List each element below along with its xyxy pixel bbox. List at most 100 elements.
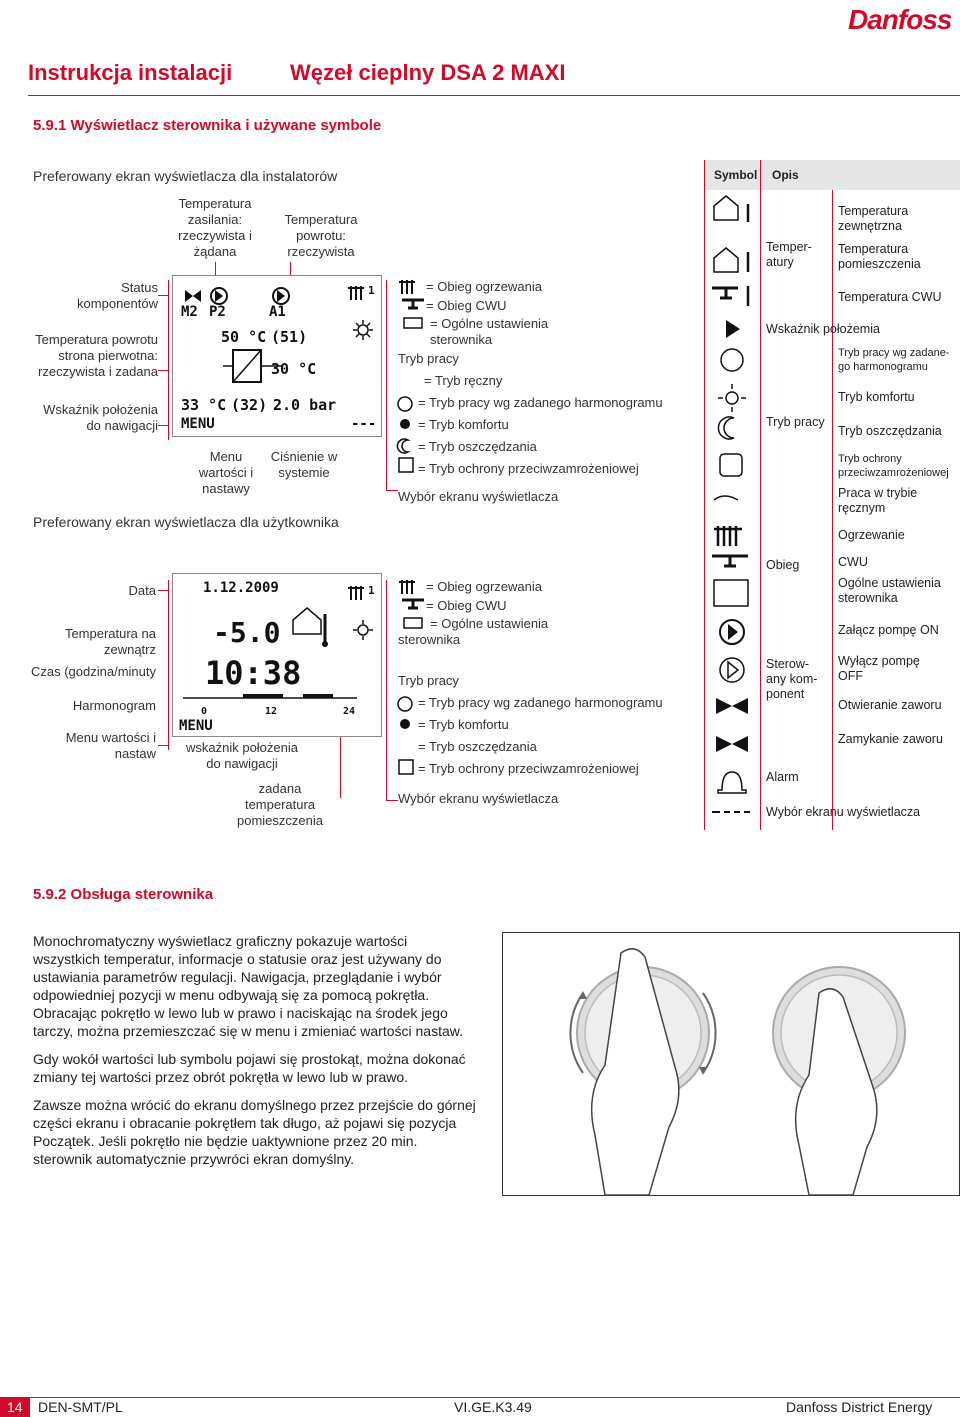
footer: 14 DEN-SMT/PL VI.GE.K3.49 Danfoss Distri… xyxy=(0,1397,960,1417)
user-lcd: 1.12.2009 1 -5.0 10:38 0 12 24 MENU xyxy=(172,573,382,737)
group-display: Wybór ekranu wyświetlacza xyxy=(766,805,921,819)
label-time: Czas (godzina/minuty xyxy=(31,664,156,679)
desc-cwu: CWU xyxy=(838,555,868,569)
lcd-time: 10:38 xyxy=(205,654,302,692)
legend-comfort-u: = Tryb komfortu xyxy=(418,717,509,732)
desc-frost: Tryb ochrony przeciwzamrożeniowej xyxy=(838,453,949,479)
group-mode: Tryb pracy xyxy=(766,415,825,429)
user-legend-icons xyxy=(397,580,424,775)
lcd-tick12: 12 xyxy=(265,706,278,717)
legend-manual: = Tryb ręczny xyxy=(424,373,503,388)
user-caption: Preferowany ekran wyświetlacza dla użytk… xyxy=(33,514,339,530)
lcd-menu-user: MENU xyxy=(179,718,213,734)
table-col-desc: Opis xyxy=(772,168,799,182)
legend-schedule-u: = Tryb pracy wg zadanego harmonogramu xyxy=(418,695,663,710)
label-menu: Menu wartości i nastaw xyxy=(65,730,156,761)
lcd-outdoor: -5.0 xyxy=(213,616,281,649)
lcd-menu: MENU xyxy=(181,416,215,432)
installer-legend-icons xyxy=(396,280,424,473)
paragraph-3: Zawsze można wrócić do ekranu domyślnego… xyxy=(33,1097,476,1167)
symbols-table: Symbol Opis Temper-atury Temperatura zew… xyxy=(704,160,960,830)
desc-room: Temperatura pomieszczenia xyxy=(838,242,921,271)
lcd-m2: M2 xyxy=(181,304,198,320)
label-outdoor: Temperatura na zewnątrz xyxy=(64,626,156,657)
lcd-primary-temp: 33 °C xyxy=(181,396,227,414)
desc-comfort: Tryb komfortu xyxy=(838,390,915,404)
legend-heating: = Obieg ogrzewania xyxy=(426,279,542,294)
lcd-supply-temp: 50 °C xyxy=(221,328,267,346)
lcd-primary-target: (32) xyxy=(231,396,268,414)
section2-body: Monochromatyczny wyświetlacz graficzny p… xyxy=(33,932,478,1168)
label-schedule: Harmonogram xyxy=(72,698,156,713)
legend-saving-u: = Tryb oszczędzania xyxy=(418,739,537,754)
label-room-temp: zadana temperatura pomieszczenia xyxy=(237,781,323,828)
legend-display-u: Wybór ekranu wyświetlacza xyxy=(398,791,559,806)
desc-pump-on: Załącz pompę ON xyxy=(838,623,939,637)
lcd-return-temp: 30 °C xyxy=(271,360,317,378)
footer-page: 14 xyxy=(7,1399,23,1415)
label-nav-user: wskaźnik położenia do nawigacji xyxy=(185,740,298,771)
lcd-pressure: 2.0 bar xyxy=(273,396,337,414)
group-temps: Temper-atury xyxy=(766,240,812,269)
installer-caption: Preferowany ekran wyświetlacza dla insta… xyxy=(33,168,338,184)
header-title: Instrukcja instalacji xyxy=(28,60,233,85)
knob-illustration xyxy=(502,932,960,1196)
lcd-a1: A1 xyxy=(269,304,286,320)
group-alarm: Alarm xyxy=(766,770,799,784)
label-date: Data xyxy=(128,583,156,598)
installer-lcd: 1 M2 P2 A1 50 °C (51) 30 °C 33 °C (32) 2… xyxy=(172,275,382,437)
lcd-heat-index-user: 1 xyxy=(368,584,375,597)
lcd-date: 1.12.2009 xyxy=(203,580,279,596)
label-return-temp: Temperatura powrotu: rzeczywista xyxy=(284,212,358,259)
group-controlled: Sterow-any kom-ponent xyxy=(766,657,818,701)
footer-code: VI.GE.K3.49 xyxy=(454,1399,532,1415)
section-title: 5.9.1 Wyświetlacz sterownika i używane s… xyxy=(33,117,382,134)
danfoss-logo: Danfoss xyxy=(848,4,952,35)
lcd-dashes: --- xyxy=(351,416,377,432)
table-col-symbol: Symbol xyxy=(714,168,758,182)
installer-lcd-graphics xyxy=(185,286,373,383)
legend-dhw-u: = Obieg CWU xyxy=(426,598,507,613)
legend-mode-u: Tryb pracy xyxy=(398,673,459,688)
lcd-tick0: 0 xyxy=(201,706,208,717)
legend-heating-u: = Obieg ogrzewania xyxy=(426,579,542,594)
desc-outdoor: Temperatura zewnętrzna xyxy=(838,204,909,233)
legend-schedule: = Tryb pracy wg zadanego harmonogramu xyxy=(418,395,663,410)
symbol-icons xyxy=(712,195,750,813)
label-menu-values: Menu wartości i nastawy xyxy=(198,449,254,496)
label-pressure: Ciśnienie w systemie xyxy=(270,449,338,480)
paragraph-2: Gdy wokół wartości lub symbolu pojawi si… xyxy=(33,1051,466,1085)
desc-schedule: Tryb pracy wg zadane-go harmonogramu xyxy=(838,347,950,373)
page-header: Instrukcja instalacji Węzeł cieplny DSA … xyxy=(0,0,960,110)
desc-valve-open: Otwieranie zaworu xyxy=(838,698,942,712)
label-status: Status komponentów xyxy=(77,280,158,311)
lcd-p2: P2 xyxy=(209,304,226,320)
label-primary-return: Temperatura powrotu strona pierwotna: rz… xyxy=(35,332,158,379)
lcd-supply-target: (51) xyxy=(271,328,308,346)
desc-general: Ogólne ustawienia sterownika xyxy=(838,576,941,605)
header-product: Węzeł cieplny DSA 2 MAXI xyxy=(290,60,566,85)
label-supply-temp: Temperatura zasilania: rzeczywista i żąd… xyxy=(178,196,252,259)
group-nav: Wskaźnik położemia xyxy=(766,322,880,336)
desc-manual: Praca w trybie ręcznym xyxy=(838,486,918,515)
legend-frost-u: = Tryb ochrony przeciwzamrożeniowej xyxy=(418,761,639,776)
legend-frost: = Tryb ochrony przeciwzamrożeniowej xyxy=(418,461,639,476)
header-rule xyxy=(28,95,960,96)
user-lcd-graphics xyxy=(183,586,373,699)
footer-company: Danfoss District Energy xyxy=(786,1399,933,1415)
legend-general-u: = Ogólne ustawienia sterownika xyxy=(398,616,549,647)
desc-dhw: Temperatura CWU xyxy=(838,290,942,304)
section2-title: 5.9.2 Obsługa sterownika xyxy=(33,886,214,903)
desc-valve-close: Zamykanie zaworu xyxy=(838,732,943,746)
legend-dhw: = Obieg CWU xyxy=(426,298,507,313)
knob-drawing xyxy=(569,948,906,1196)
legend-mode: Tryb pracy xyxy=(398,351,459,366)
lcd-tick24: 24 xyxy=(343,706,356,717)
desc-heating: Ogrzewanie xyxy=(838,528,905,542)
label-nav: Wskaźnik położenia do nawigacji xyxy=(43,402,158,433)
paragraph-1: Monochromatyczny wyświetlacz graficzny p… xyxy=(33,933,463,1039)
footer-doc: DEN-SMT/PL xyxy=(38,1399,123,1415)
legend-comfort: = Tryb komfortu xyxy=(418,417,509,432)
group-circuit: Obieg xyxy=(766,558,800,572)
desc-saving: Tryb oszczędzania xyxy=(838,424,942,438)
